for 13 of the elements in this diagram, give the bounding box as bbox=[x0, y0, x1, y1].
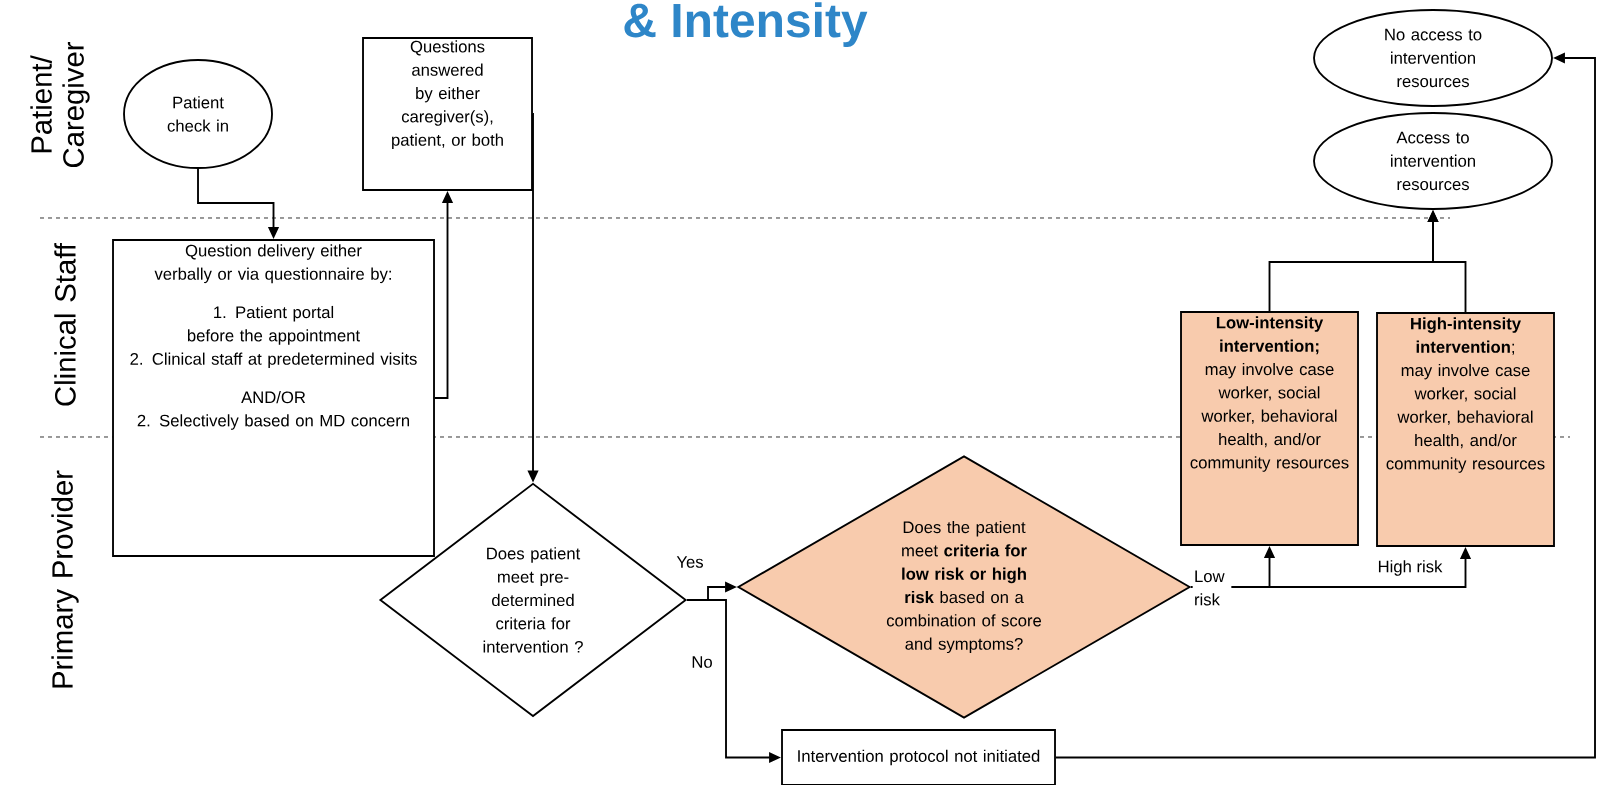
process-box: Intervention protocol not initiated bbox=[781, 729, 1056, 785]
edge-label: Low risk bbox=[1192, 569, 1232, 607]
process-box: Question delivery either verbally or via questionnaire by: 1. Patient portal before the appointment 2. Clinical staff at predetermined visits AND/OR 2. Selectively based on MD concern bbox=[112, 239, 435, 557]
edge-label: No bbox=[690, 654, 714, 670]
intervention-box: Low-intensity intervention; may involve case worker, social worker, behavioral health, and/or community resources bbox=[1180, 311, 1359, 546]
edge-label: High risk bbox=[1376, 558, 1444, 578]
arrow bbox=[1055, 52, 1596, 759]
lane-label: Primary Provider bbox=[51, 470, 79, 688]
title: & Intensity bbox=[624, 2, 868, 47]
lane-label: Clinical Staff bbox=[54, 242, 76, 406]
intervention-box: High-intensity intervention; may involve case worker, social worker, behavioral health, and/or community resources bbox=[1376, 312, 1555, 547]
lane-label: Patient/ Caregiver bbox=[30, 41, 90, 168]
process-box: Questions answered by either caregiver(s), patient, or both bbox=[362, 37, 533, 191]
